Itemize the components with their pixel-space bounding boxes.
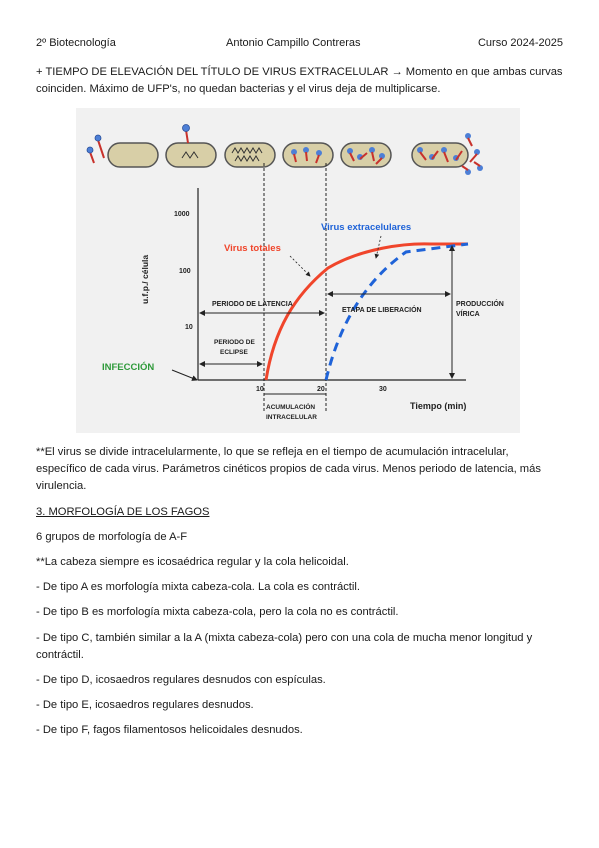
- eclipse-label-1: PERIODO DE: [214, 339, 255, 346]
- series-label-extracelulares: Virus extracelulares: [321, 222, 411, 233]
- note-line: **La cabeza siempre es icosaédrica regul…: [36, 556, 349, 568]
- free-phage-icon: [86, 134, 105, 164]
- header-year: Curso 2024-2025: [477, 37, 563, 49]
- list-item: - De tipo F, fagos filamentosos helicoid…: [36, 724, 303, 736]
- list-item: - De tipo A es morfología mixta cabeza-c…: [36, 581, 360, 593]
- infection-pointer: [171, 369, 198, 381]
- accumulation-label-2: INTRACELULAR: [266, 414, 317, 421]
- y-tick-label: 1000: [174, 211, 190, 218]
- bacterium-icon: [107, 142, 159, 168]
- x-tick-label: 10: [256, 386, 264, 393]
- list-item: - De tipo D, icosaedros regulares desnud…: [36, 674, 326, 686]
- bacteria-infection-sequence: [86, 124, 483, 175]
- latency-label: PERIODO DE LATENCIA: [212, 301, 293, 308]
- eclipse-label-2: ECLIPSE: [220, 349, 248, 356]
- kinetics-line-3: virulencia.: [36, 480, 87, 492]
- growth-curve-chart: u.f.p./ célula Tiempo (min) 1000 100 10 …: [86, 124, 504, 421]
- totales-pointer: [289, 255, 311, 277]
- kinetics-paragraph: **El virus se divide intracelularmente, …: [36, 444, 566, 495]
- phage-cluster-1: [291, 147, 322, 164]
- intro-paragraph: + TIEMPO DE ELEVACIÓN DEL TÍTULO DE VIRU…: [36, 64, 566, 98]
- growth-curve-figure: u.f.p./ célula Tiempo (min) 1000 100 10 …: [76, 108, 520, 433]
- y-tick-label: 10: [185, 324, 193, 331]
- bacterium-replication-icon: [224, 142, 276, 168]
- intro-line-1: + TIEMPO DE ELEVACIÓN DEL TÍTULO DE VIRU…: [36, 66, 563, 78]
- series-line-virus-extracelulares: [324, 242, 469, 381]
- x-axis-label: Tiempo (min): [410, 401, 466, 411]
- dna-icon: [181, 151, 199, 159]
- list-item: - De tipo B es morfología mixta cabeza-c…: [36, 606, 399, 618]
- section-title: 3. MORFOLOGÍA DE LOS FAGOS: [36, 506, 210, 518]
- production-label-1: PRODUCCIÓN: [456, 299, 504, 308]
- groups-line: 6 grupos de morfología de A-F: [36, 531, 188, 543]
- infection-label: INFECCIÓN: [102, 361, 154, 373]
- kinetics-line-1: **El virus se divide intracelularmente, …: [36, 446, 509, 458]
- accumulation-label-1: ACUMULACIÓN: [266, 402, 315, 411]
- production-label-2: VÍRICA: [456, 309, 480, 318]
- bacterium-attached-icon: [165, 142, 217, 168]
- released-phages: [417, 133, 483, 175]
- list-item: contráctil.: [36, 649, 84, 661]
- list-item: - De tipo E, icosaedros regulares desnud…: [36, 699, 254, 711]
- x-tick-label: 20: [317, 386, 325, 393]
- header-author: Antonio Campillo Contreras: [226, 37, 361, 49]
- header-course: 2º Biotecnología: [36, 37, 116, 49]
- y-axis-label: u.f.p./ célula: [140, 255, 150, 304]
- series-line-virus-totales: [264, 242, 468, 381]
- intro-line-2: coinciden. Máximo de UFP's, no quedan ba…: [36, 83, 441, 95]
- phage-cluster-2: [347, 147, 385, 165]
- series-label-totales: Virus totales: [224, 243, 281, 254]
- list-item: - De tipo C, también similar a la A (mix…: [36, 632, 533, 644]
- release-label: ETAPA DE LIBERACIÓN: [342, 305, 422, 314]
- x-tick-label: 30: [379, 386, 387, 393]
- bacterium-lysis-icon: [411, 142, 469, 168]
- kinetics-line-2: específico de cada virus. Parámetros cin…: [36, 463, 541, 475]
- extracelulares-pointer: [374, 235, 382, 259]
- y-tick-label: 100: [179, 268, 191, 275]
